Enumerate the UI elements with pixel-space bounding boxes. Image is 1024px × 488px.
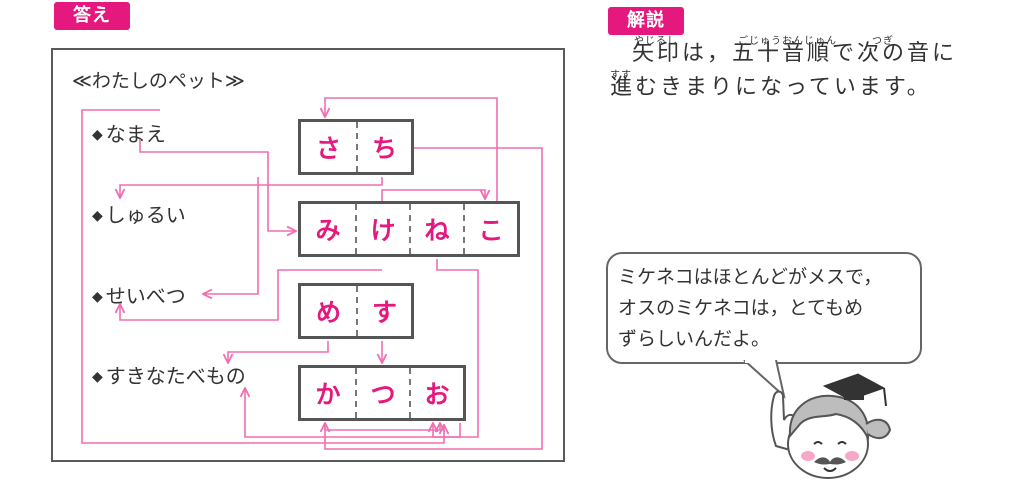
speech-line-1: ミケネコはほとんどがメスで， [618, 266, 883, 288]
arrow-path [245, 388, 461, 438]
speech-line-2: オスのミケネコは，とてもめ [618, 297, 864, 319]
letter-cell: み [315, 216, 341, 245]
letter-cell: つ [354, 368, 409, 418]
explanation-line-2: すす 進むきまりになっています。 [610, 66, 1010, 100]
letter-cell: さ [315, 134, 341, 163]
diamond-bullet-icon: ◆ [92, 289, 103, 305]
letter-cell: ね [408, 204, 463, 254]
category-food-label: すきなたべもの [105, 364, 246, 388]
letter-cell: め [315, 298, 341, 327]
explanation: やじるし ごじゅうおんじゅん つぎ 矢印は，五十音順で次の音に すす 進むきまり… [610, 28, 1010, 100]
speech-bubble-text: ミケネコはほとんどがメスで， オスのミケネコは，とてもめ ずらしいんだよ。 [618, 262, 918, 355]
explanation-label: 解説 [608, 7, 684, 35]
kind-box: み け ね こ [298, 201, 520, 257]
diamond-bullet-icon: ◆ [92, 208, 103, 224]
explanation-line-1: やじるし ごじゅうおんじゅん つぎ 矢印は，五十音順で次の音に [610, 28, 1010, 66]
puzzle-title: ≪わたしのペット≫ [72, 70, 245, 92]
letter-cell: す [356, 286, 411, 336]
arrow-path [325, 97, 498, 201]
letter-cell: け [354, 204, 409, 254]
arrow-path [433, 259, 479, 438]
ruby-susu: すす [610, 70, 632, 81]
professor-character-icon [770, 373, 892, 479]
letter-cell: ち [356, 122, 411, 172]
category-name-label: なまえ [105, 122, 166, 146]
letter-cell: こ [463, 204, 517, 254]
explanation-text-2: 進むきまりになっています。 [610, 75, 932, 100]
category-food: ◆すきなたべもの [92, 360, 246, 389]
ruby-tsugi: つぎ [872, 36, 894, 47]
name-box: さ ち [298, 119, 414, 175]
food-box: か つ お [298, 365, 466, 421]
arrow-path [325, 147, 543, 450]
diamond-bullet-icon: ◆ [92, 369, 103, 385]
arrow-path [120, 269, 382, 321]
arrow-path [228, 341, 329, 363]
diamond-bullet-icon: ◆ [92, 127, 103, 143]
letter-cell: か [315, 380, 341, 409]
speech-line-3: ずらしいんだよ。 [618, 328, 771, 350]
category-kind-label: しゅるい [105, 203, 186, 227]
arrow-path [120, 177, 383, 198]
explanation-text-1: 矢印は，五十音順で次の音に [632, 41, 958, 66]
arrow-path [324, 423, 440, 430]
ruby-gojuuonjun: ごじゅうおんじゅん [738, 36, 837, 47]
answer-label: 答え [54, 2, 130, 30]
puzzle-frame [51, 48, 565, 462]
sex-box: め す [298, 283, 414, 339]
arrow-path [203, 177, 259, 294]
arrow-path [139, 139, 296, 231]
ruby-yajirushi: やじるし [634, 36, 678, 47]
category-name: ◆なまえ [92, 118, 166, 147]
arrow-path [81, 109, 444, 444]
letter-cell: お [408, 368, 463, 418]
arrow-path [381, 189, 485, 201]
category-kind: ◆しゅるい [92, 199, 186, 228]
